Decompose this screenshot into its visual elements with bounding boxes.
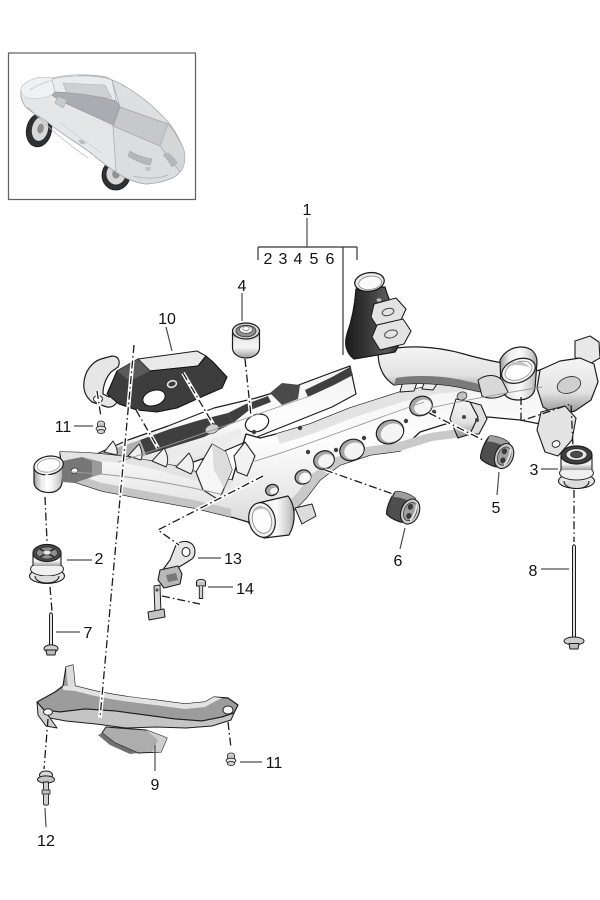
svg-text:1: 1 [303,202,312,219]
svg-text:2: 2 [95,551,104,568]
svg-text:11: 11 [55,419,72,436]
svg-text:14: 14 [236,581,254,598]
svg-text:10: 10 [158,311,176,328]
svg-text:3: 3 [530,462,539,479]
svg-text:4: 4 [238,278,247,295]
svg-text:3: 3 [279,251,288,268]
svg-text:11: 11 [266,755,283,772]
svg-text:12: 12 [37,833,55,850]
svg-text:5: 5 [310,251,319,268]
svg-text:5: 5 [492,500,501,517]
svg-text:4: 4 [294,251,303,268]
svg-text:8: 8 [529,563,538,580]
svg-text:7: 7 [84,625,93,642]
svg-text:13: 13 [224,551,242,568]
svg-text:6: 6 [326,251,335,268]
svg-text:2: 2 [264,251,273,268]
svg-text:6: 6 [394,553,403,570]
svg-text:9: 9 [151,777,160,794]
